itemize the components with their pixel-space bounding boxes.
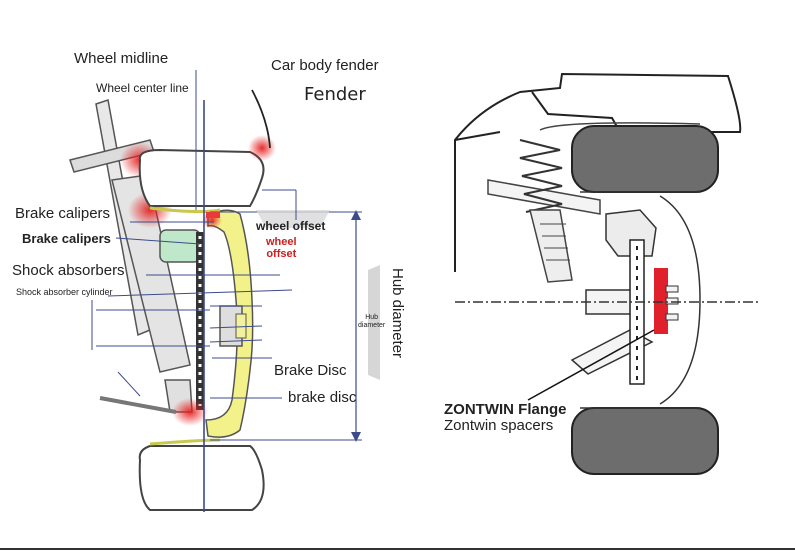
hub-arrow-head-top — [351, 210, 361, 220]
label-zontwin-flange: ZONTWIN Flange — [444, 401, 567, 418]
leader-hub-3 — [209, 339, 263, 343]
right-brake-disc — [629, 239, 645, 385]
right-rim — [580, 191, 701, 409]
stud-top — [665, 285, 679, 293]
label-brake-disc: Brake Disc — [274, 362, 347, 379]
upper-tire — [138, 148, 265, 207]
spacer-block — [654, 268, 668, 334]
car-body — [454, 72, 742, 272]
leader-caliper-2 — [115, 237, 201, 245]
tie-rod — [99, 396, 177, 414]
right-lower-tire — [571, 407, 719, 475]
label-wedge — [368, 265, 380, 380]
label-hub-diameter: Hub diameter — [389, 268, 406, 359]
stud-mid — [665, 297, 679, 305]
leader-shock-2 — [107, 289, 293, 297]
leader-brake-arrow — [117, 371, 141, 397]
coil-spring — [519, 139, 563, 213]
lower-tire — [138, 445, 265, 511]
brake-disc — [196, 232, 204, 410]
label-wheel-offset-red: wheel offset — [266, 236, 297, 261]
hub-arrow-head-bottom — [351, 432, 361, 442]
bottom-border — [0, 548, 795, 550]
offset-wedge — [256, 210, 330, 228]
label-brake-calipers: Brake calipers — [15, 205, 111, 222]
offset-mark — [206, 212, 220, 218]
right-upper-tire — [571, 125, 719, 193]
shock-hatch — [540, 223, 570, 261]
label-brake-calipers-alt: Brake calipers — [22, 231, 111, 246]
label-fender: Fender — [304, 84, 366, 105]
leader-hub-2 — [209, 325, 263, 329]
label-zontwin-spacers: Zontwin spacers — [444, 417, 554, 434]
label-wheel-midline: Wheel midline — [74, 50, 169, 67]
upper-arm — [487, 179, 601, 215]
stud-bottom — [665, 313, 679, 321]
label-car-body-fender: Car body fender — [271, 57, 379, 74]
label-wheel-center-line: Wheel center line — [96, 81, 189, 95]
label-hub-diameter-small: Hub diameter — [358, 314, 386, 330]
fender-arch — [539, 122, 701, 131]
flange-pointer — [527, 329, 655, 401]
knuckle-glow — [172, 398, 208, 426]
caliper — [159, 229, 201, 263]
hub-cap — [235, 313, 247, 339]
wheel-rim — [205, 209, 254, 438]
shock-rod — [529, 209, 573, 283]
label-shock-absorber-cylinder: Shock absorber cylinder — [16, 287, 113, 297]
label-shock-absorbers: Shock absorbers — [12, 262, 125, 279]
fender-glow — [248, 135, 276, 161]
label-brake-disc-alt: brake disc — [288, 389, 357, 406]
label-wheel-offset: wheel offset — [256, 219, 326, 233]
left-diagram — [69, 70, 380, 512]
right-diagram — [454, 72, 760, 475]
fender-line — [251, 89, 271, 149]
